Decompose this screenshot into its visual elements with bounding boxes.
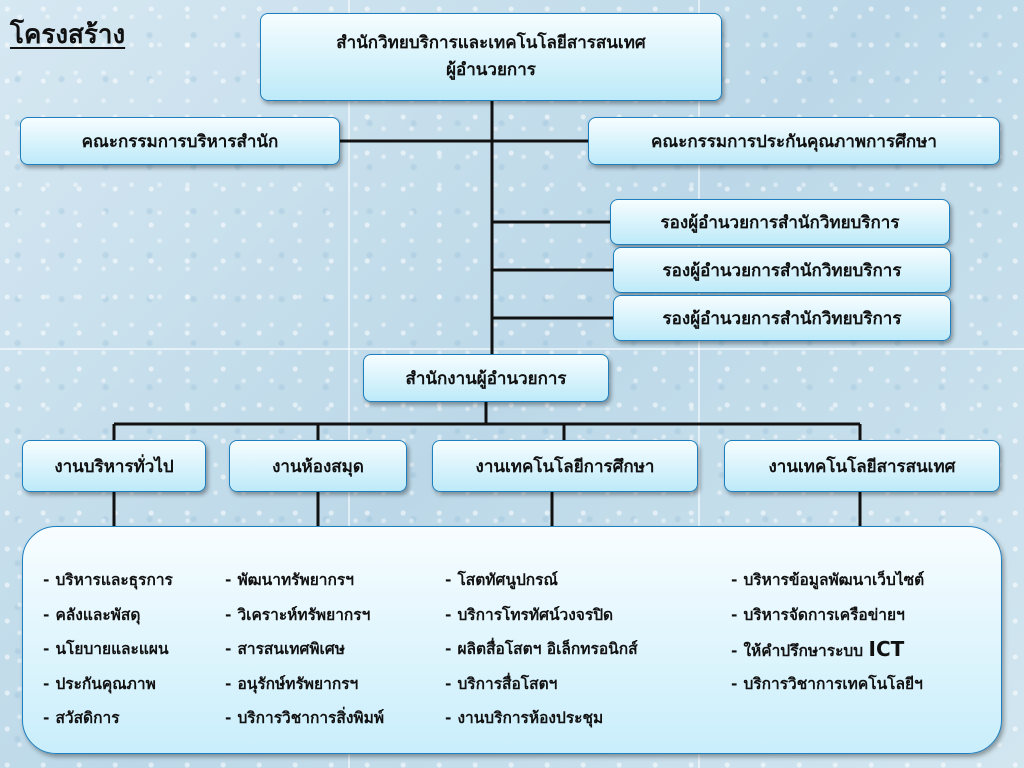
task-item: -อนุรักษ์ทรัพยากรฯ [225, 674, 359, 693]
committee-left-box: คณะกรรมการบริหารสำนัก [20, 117, 340, 165]
task-item: -งานบริการห้องประชุม [445, 709, 604, 727]
background-grid-line [698, 0, 700, 768]
task-column-education-tech: -โสตทัศนูปกรณ์ -บริการโทรทัศน์วงจรปิด -ผ… [445, 563, 638, 736]
task-column-general-admin: -บริหารและธุรการ -คลังและพัสดุ -นโยบายแล… [43, 563, 173, 736]
task-item: -สารสนเทศพิเศษ [225, 640, 345, 658]
director-title: ผู้อำนวยการ [446, 60, 536, 80]
task-item: -พัฒนาทรัพยากรฯ [225, 571, 354, 589]
task-column-library: -พัฒนาทรัพยากรฯ -วิเคราะห์ทรัพยากรฯ -สาร… [225, 563, 384, 736]
task-item: -คลังและพัสดุ [43, 605, 141, 624]
task-item: -ประกันคุณภาพ [43, 674, 156, 693]
task-item: -บริการโทรทัศน์วงจรปิด [445, 605, 614, 624]
director-office-box: สำนักงานผู้อำนวยการ [363, 354, 609, 402]
task-item: -นโยบายและแผน [43, 640, 169, 658]
department-general-admin: งานบริหารทั่วไป [22, 440, 206, 492]
committee-right-box: คณะกรรมการประกันคุณภาพการศึกษา [588, 117, 1000, 165]
department-it: งานเทคโนโลยีสารสนเทศ [724, 440, 1000, 492]
background-grid-line [348, 0, 350, 768]
task-column-it: -บริหารข้อมูลพัฒนาเว็บไซต์ -บริหารจัดการ… [731, 563, 924, 701]
ict-label: ICT [868, 637, 905, 661]
task-item: -บริการวิชาการสิ่งพิมพ์ [225, 709, 385, 727]
task-item: -บริหารจัดการเครือข่ายฯ [731, 605, 905, 624]
task-item: -ผลิตสื่อโสตฯ อิเล็กทรอนิกส์ [445, 640, 638, 658]
task-item: -ให้คำปรึกษาระบบ ICT [731, 637, 905, 661]
department-library: งานห้องสมุด [229, 440, 407, 492]
task-item: -บริหารและธุรการ [43, 571, 173, 589]
director-box: สำนักวิทยบริการและเทคโนโลยีสารสนเทศ ผู้อ… [260, 13, 722, 101]
department-education-tech: งานเทคโนโลยีการศึกษา [432, 440, 698, 492]
page-title: โครงสร้าง [10, 20, 126, 50]
task-item: -บริการวิชาการเทคโนโลยีฯ [731, 674, 923, 693]
background-grid-line [0, 348, 1024, 350]
task-item: -บริการสื่อโสตฯ [445, 674, 558, 693]
task-item: -สวัสดิการ [43, 709, 120, 727]
deputy-box-2: รองผู้อำนวยการสำนักวิทยบริการ [613, 247, 951, 293]
deputy-box-1: รองผู้อำนวยการสำนักวิทยบริการ [610, 199, 950, 245]
deputy-box-3: รองผู้อำนวยการสำนักวิทยบริการ [613, 295, 951, 341]
director-org-name: สำนักวิทยบริการและเทคโนโลยีสารสนเทศ [336, 32, 646, 53]
task-list-panel: -บริหารและธุรการ -คลังและพัสดุ -นโยบายแล… [22, 526, 1002, 754]
task-item: -โสตทัศนูปกรณ์ [445, 571, 558, 589]
task-item: -วิเคราะห์ทรัพยากรฯ [225, 605, 371, 624]
task-item: -บริหารข้อมูลพัฒนาเว็บไซต์ [731, 571, 925, 589]
